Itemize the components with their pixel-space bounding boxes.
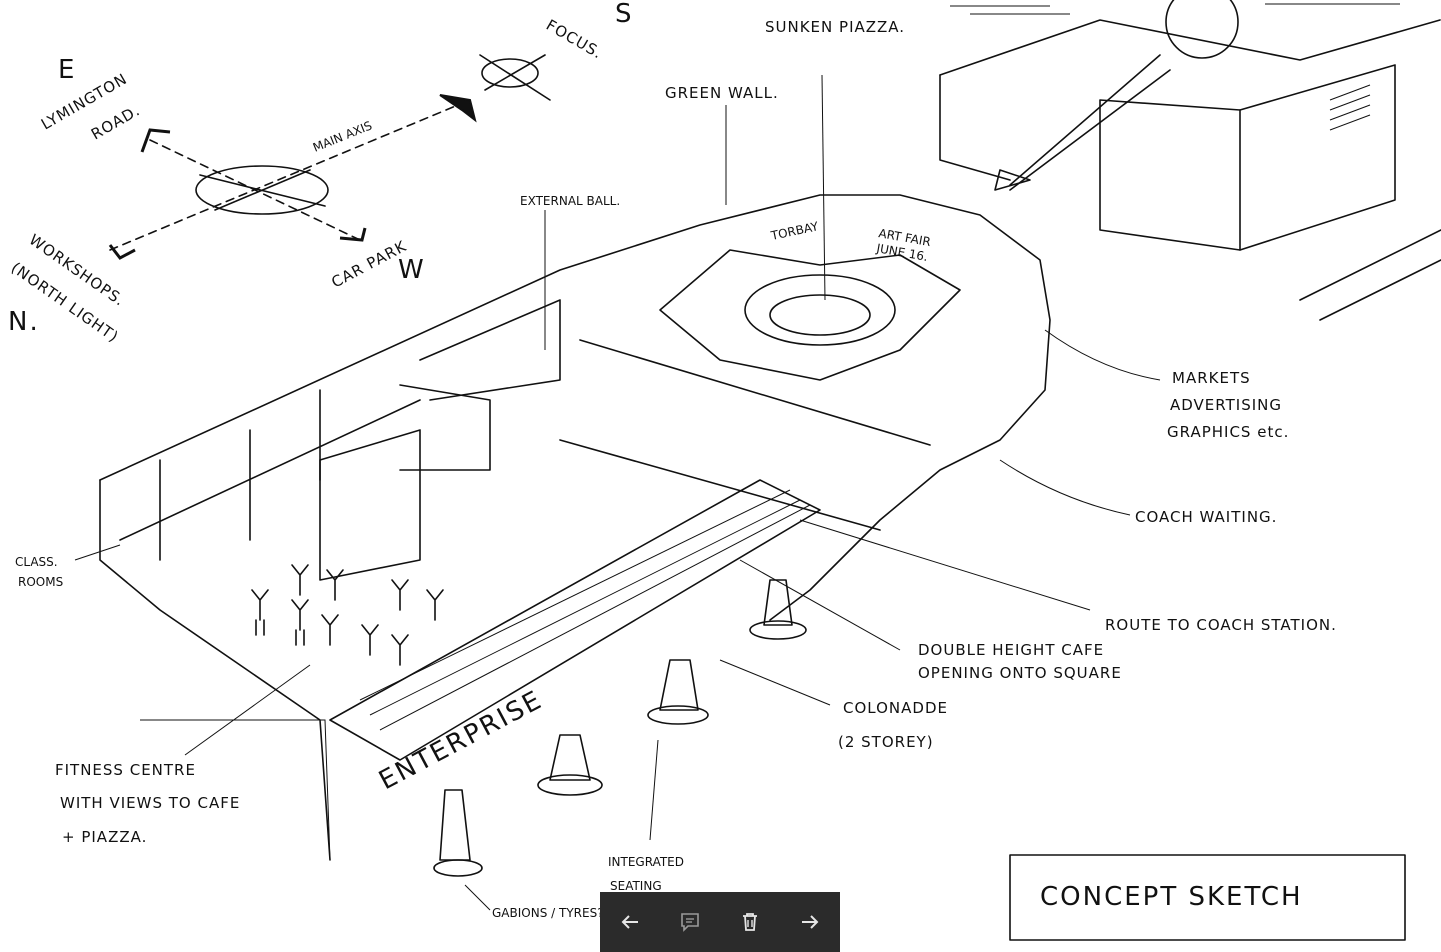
next-button[interactable] [788,900,832,944]
double-height-label-2: OPENING ONTO SQUARE [918,664,1122,682]
trash-icon [743,913,757,931]
image-viewer-toolbar [600,892,840,952]
route-coach-label: ROUTE TO COACH STATION. [1105,616,1337,634]
compass-north-label: N. [8,307,40,337]
comment-button[interactable] [668,900,712,944]
colonnade-label-2: (2 STOREY) [838,733,934,751]
external-ball-label: EXTERNAL BALL. [520,194,620,208]
green-wall-label: GREEN WALL. [665,84,779,102]
gabions-label: GABIONS / TYRES? [492,906,604,920]
concept-sketch-title: CONCEPT SKETCH [1040,882,1303,912]
enterprise-sign: ENTERPRISE [374,685,548,796]
comment-icon [681,913,699,932]
compass-west-label: W [398,255,426,285]
previous-button[interactable] [608,900,652,944]
main-axis-label: MAIN AXIS [311,118,374,154]
arrow-left-icon [621,915,638,929]
lymington-road-label-2: ROAD. [88,101,143,143]
advertising-label: ADVERTISING [1170,396,1282,414]
concept-sketch-title-box [1009,854,1406,941]
markets-label: MARKETS [1172,369,1251,387]
coach-waiting-label: COACH WAITING. [1135,508,1277,526]
integrated-seating-label: INTEGRATED [608,855,684,869]
leader-lines [74,74,1161,911]
delete-button[interactable] [728,900,772,944]
orientation-diagram [108,54,551,260]
class-rooms-label: CLASS. [15,555,58,569]
fitness-piazza-label: + PIAZZA. [62,828,147,846]
double-height-label: DOUBLE HEIGHT CAFE [918,641,1104,659]
workshops-label: WORKSHOPS. [26,231,129,310]
fitness-views-label: WITH VIEWS TO CAFE [60,794,240,812]
compass-east-label: E [58,55,76,85]
building-complex [99,194,1051,877]
integrated-seating-label-2: SEATING [610,879,662,893]
graphics-label: GRAPHICS etc. [1167,423,1289,441]
torbay-sign: TORBAY [769,219,820,243]
arrow-right-icon [802,915,819,929]
colonnade-label: COLONADDE [843,699,948,717]
class-rooms-label-2: ROOMS [18,575,63,589]
sunken-piazza-label: SUNKEN PIAZZA. [765,18,905,36]
fitness-centre-label: FITNESS CENTRE [55,761,196,779]
sun-and-building [939,0,1441,321]
compass-south-label: S [615,0,634,29]
focus-label: FOCUS. [543,16,606,63]
